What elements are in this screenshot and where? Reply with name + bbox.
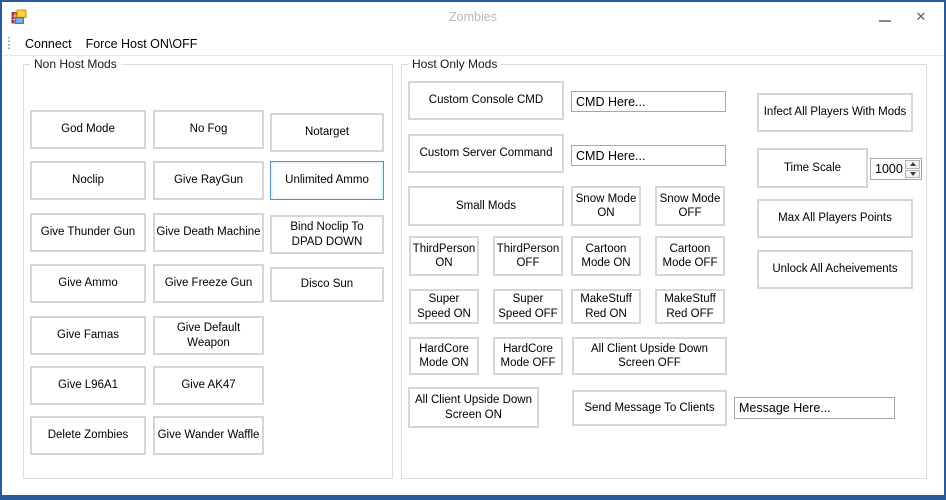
- super-speed-off-button[interactable]: Super Speed OFF: [493, 289, 563, 324]
- winforms-app-icon: [11, 9, 27, 24]
- thirdperson-off-button[interactable]: ThirdPerson OFF: [493, 236, 563, 276]
- thirdperson-on-button[interactable]: ThirdPerson ON: [409, 236, 479, 276]
- cartoon-mode-off-button[interactable]: Cartoon Mode OFF: [655, 236, 725, 276]
- cartoon-mode-on-button[interactable]: Cartoon Mode ON: [571, 236, 641, 276]
- infect-all-players-button[interactable]: Infect All Players With Mods: [757, 93, 913, 132]
- console-cmd-input[interactable]: [571, 91, 726, 112]
- non-host-mods-group-label: Non Host Mods: [30, 57, 121, 71]
- give-l96a1-button[interactable]: Give L96A1: [30, 366, 146, 405]
- message-input[interactable]: [734, 397, 895, 419]
- arrow-down-icon: [909, 171, 916, 176]
- menu-bar: Connect Force Host ON\OFF: [2, 32, 944, 56]
- unlock-achievements-button[interactable]: Unlock All Acheivements: [757, 250, 913, 289]
- give-famas-button[interactable]: Give Famas: [30, 316, 146, 355]
- upside-down-screen-off-button[interactable]: All Client Upside Down Screen OFF: [572, 337, 727, 375]
- title-bar[interactable]: Zombies ✕: [2, 2, 944, 32]
- bind-noclip-dpad-button[interactable]: Bind Noclip To DPAD DOWN: [270, 215, 384, 254]
- snow-mode-on-button[interactable]: Snow Mode ON: [571, 186, 641, 226]
- god-mode-button[interactable]: God Mode: [30, 110, 146, 149]
- menu-item-force-host[interactable]: Force Host ON\OFF: [85, 37, 198, 51]
- give-default-weapon-button[interactable]: Give Default Weapon: [153, 316, 264, 355]
- noclip-button[interactable]: Noclip: [30, 161, 146, 200]
- give-raygun-button[interactable]: Give RayGun: [153, 161, 264, 200]
- spin-up-button[interactable]: [905, 160, 920, 169]
- menu-items: Connect Force Host ON\OFF: [18, 32, 204, 56]
- hardcore-mode-on-button[interactable]: HardCore Mode ON: [409, 337, 479, 375]
- host-only-mods-group-label: Host Only Mods: [408, 57, 502, 71]
- send-message-button[interactable]: Send Message To Clients: [572, 390, 727, 426]
- give-thunder-gun-button[interactable]: Give Thunder Gun: [30, 213, 146, 252]
- snow-mode-off-button[interactable]: Snow Mode OFF: [655, 186, 725, 226]
- menu-item-connect[interactable]: Connect: [25, 37, 72, 51]
- unlimited-ammo-button[interactable]: Unlimited Ammo: [270, 161, 384, 200]
- upside-down-screen-on-button[interactable]: All Client Upside Down Screen ON: [408, 387, 539, 428]
- delete-zombies-button[interactable]: Delete Zombies: [30, 416, 146, 455]
- makestuff-red-off-button[interactable]: MakeStuff Red OFF: [655, 289, 725, 324]
- no-fog-button[interactable]: No Fog: [153, 110, 264, 149]
- toolstrip-grip-icon[interactable]: [8, 37, 10, 51]
- minimize-button[interactable]: [868, 2, 902, 32]
- time-scale-button[interactable]: Time Scale: [757, 148, 868, 188]
- hardcore-mode-off-button[interactable]: HardCore Mode OFF: [493, 337, 563, 375]
- give-wander-waffle-button[interactable]: Give Wander Waffle: [153, 416, 264, 455]
- give-death-machine-button[interactable]: Give Death Machine: [153, 213, 264, 252]
- notarget-button[interactable]: Notarget: [270, 113, 384, 152]
- time-scale-spinner: [904, 159, 921, 179]
- server-cmd-input[interactable]: [571, 145, 726, 166]
- arrow-up-icon: [909, 162, 916, 167]
- custom-console-cmd-button[interactable]: Custom Console CMD: [408, 81, 564, 120]
- time-scale-value[interactable]: 1000: [875, 162, 903, 176]
- host-only-mods-group: Host Only Mods Custom Console CMD Custom…: [401, 57, 927, 479]
- non-host-mods-group: Non Host Mods God Mode No Fog Notarget N…: [23, 57, 393, 479]
- spin-down-button[interactable]: [905, 169, 920, 178]
- max-players-points-button[interactable]: Max All Players Points: [757, 199, 913, 238]
- give-freeze-gun-button[interactable]: Give Freeze Gun: [153, 264, 264, 303]
- close-button[interactable]: ✕: [904, 2, 938, 32]
- custom-server-command-button[interactable]: Custom Server Command: [408, 134, 564, 173]
- small-mods-button[interactable]: Small Mods: [408, 186, 564, 226]
- window-title: Zombies: [449, 10, 497, 24]
- time-scale-updown[interactable]: 1000: [870, 158, 922, 180]
- close-icon: ✕: [915, 9, 927, 24]
- give-ammo-button[interactable]: Give Ammo: [30, 264, 146, 303]
- super-speed-on-button[interactable]: Super Speed ON: [409, 289, 479, 324]
- give-ak47-button[interactable]: Give AK47: [153, 366, 264, 405]
- minimize-icon: [879, 20, 891, 22]
- disco-sun-button[interactable]: Disco Sun: [270, 267, 384, 302]
- makestuff-red-on-button[interactable]: MakeStuff Red ON: [571, 289, 641, 324]
